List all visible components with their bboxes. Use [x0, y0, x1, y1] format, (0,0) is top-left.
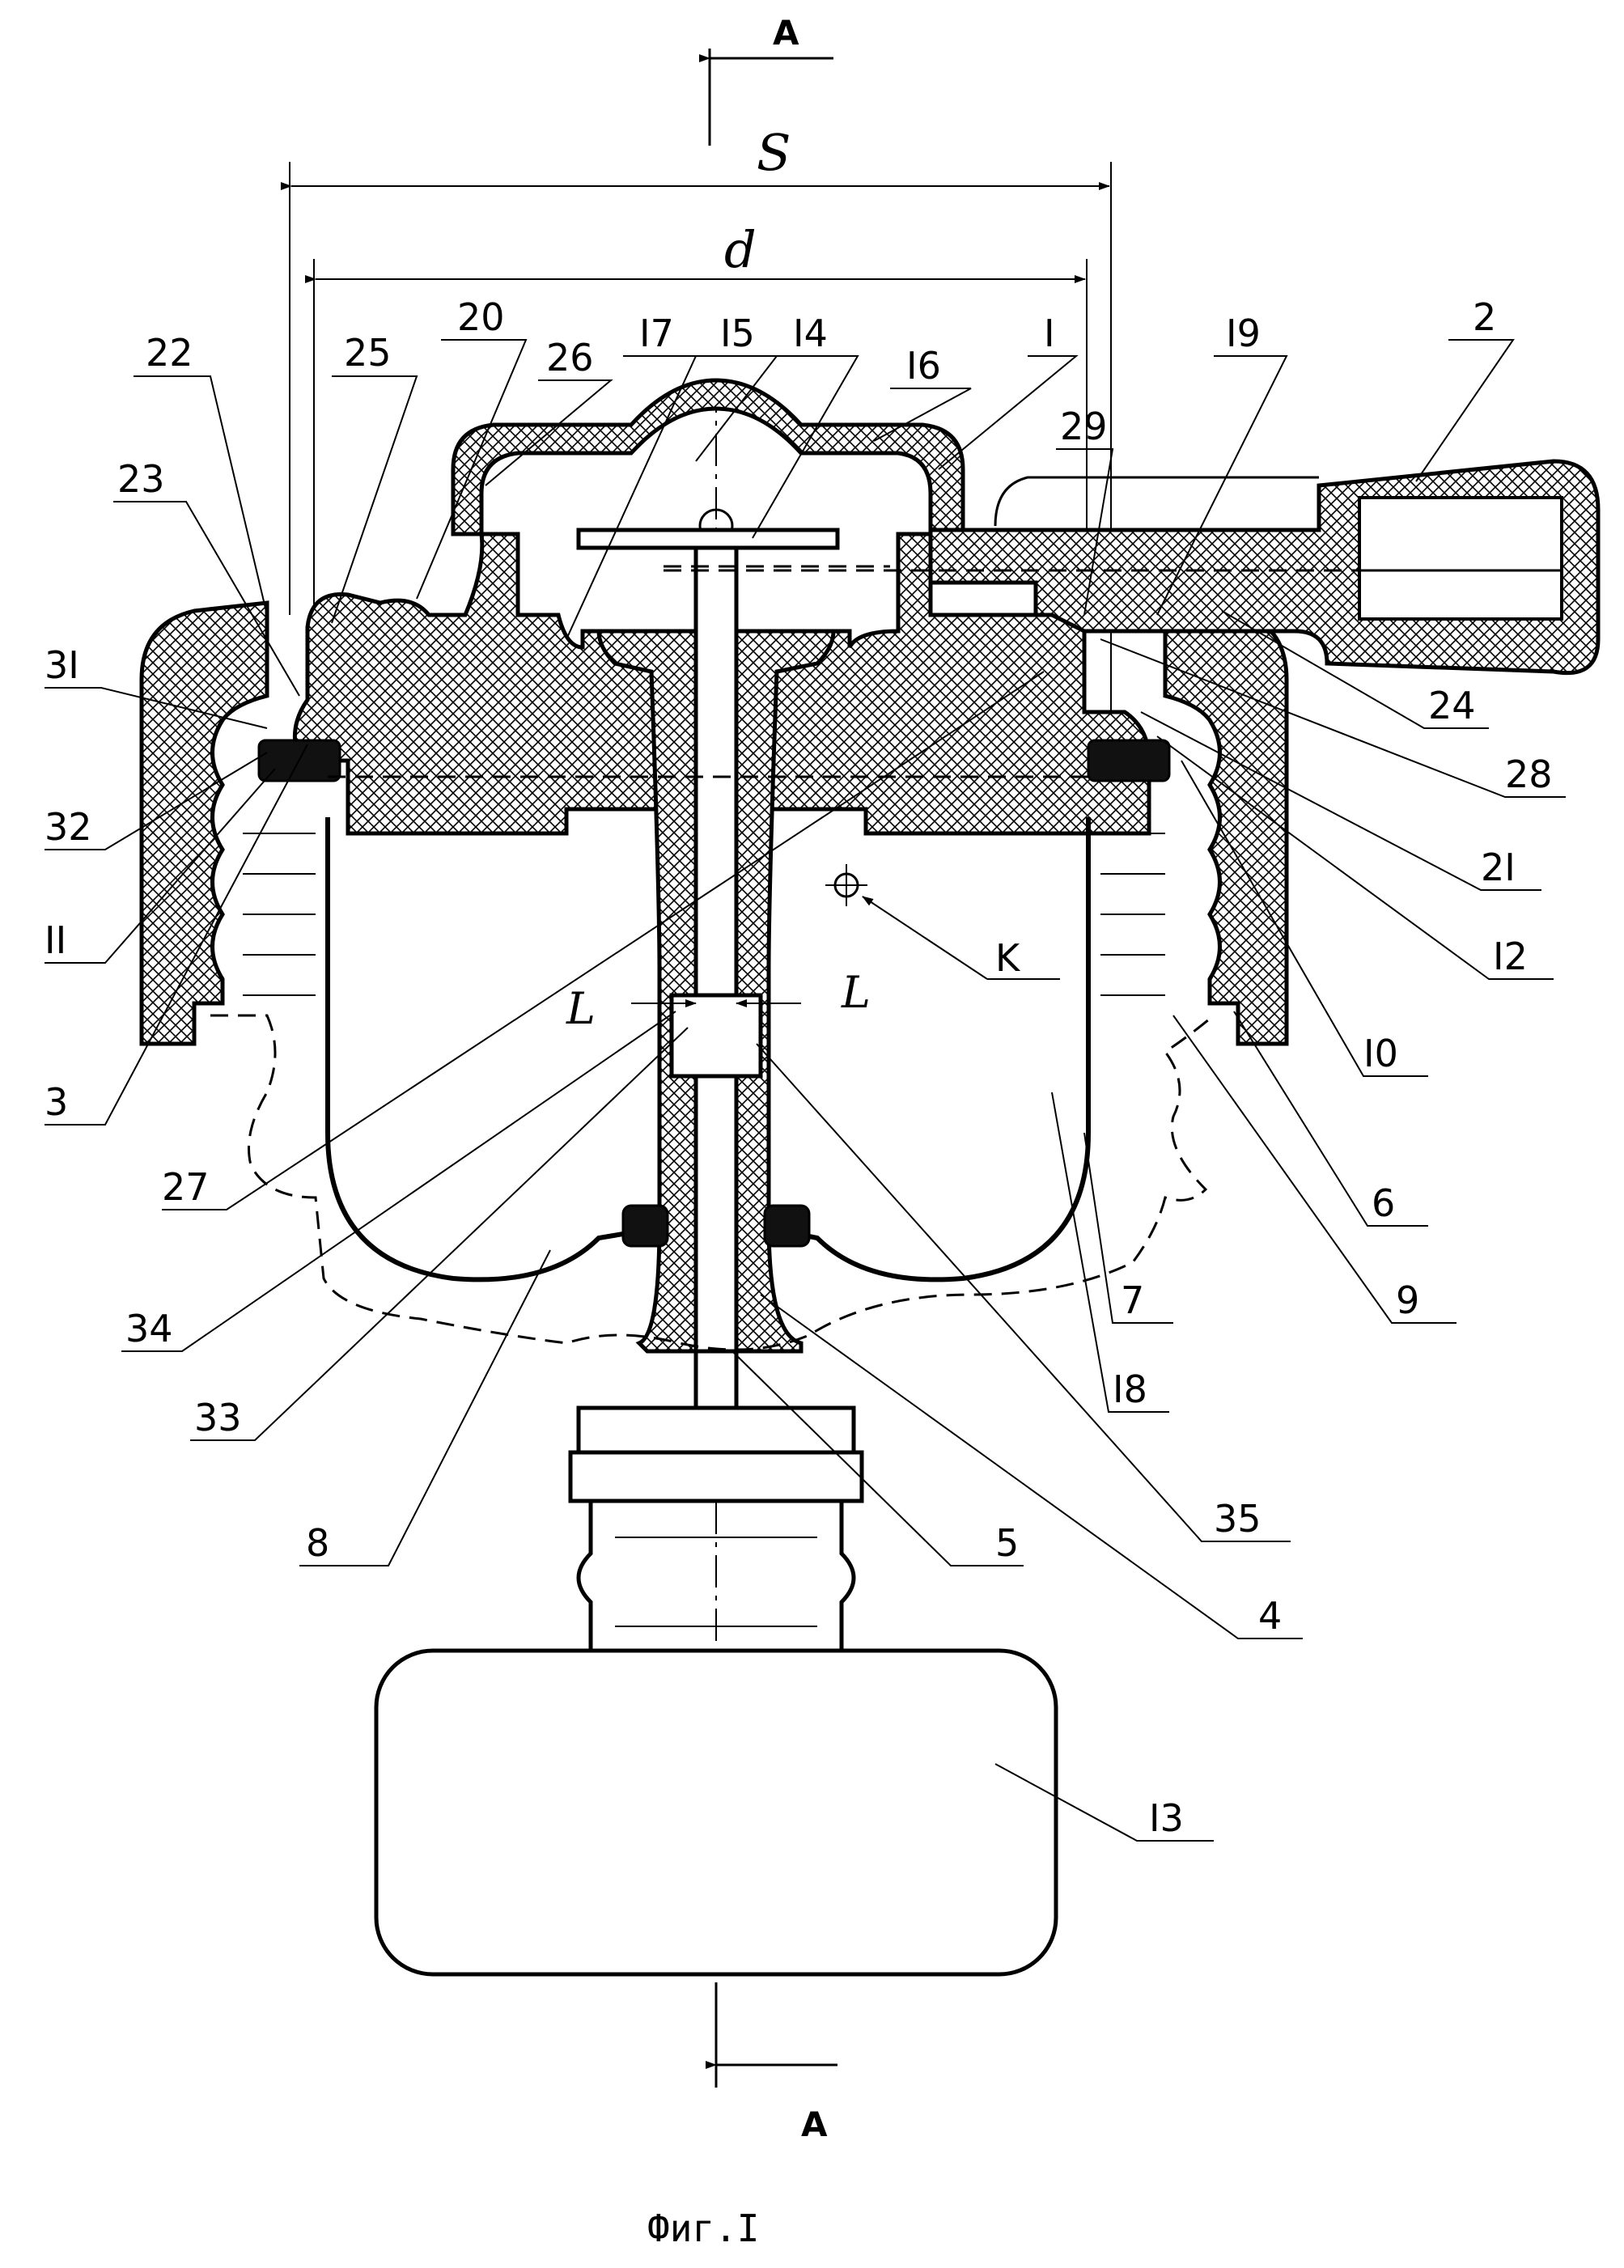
valve-disk: [579, 530, 837, 548]
callout-4: 4: [1258, 1594, 1282, 1638]
callout-9: 9: [1396, 1278, 1419, 1322]
callout-12: I2: [1493, 935, 1528, 978]
callout-33: 33: [194, 1396, 242, 1439]
point-k-label: K: [995, 936, 1021, 980]
callout-20: 20: [457, 295, 505, 339]
callout-28: 28: [1505, 752, 1553, 796]
callout-15: I5: [720, 312, 755, 355]
dimension-l-left: L: [566, 983, 596, 1034]
seal-right: [1088, 740, 1169, 781]
callout-8: 8: [306, 1521, 329, 1565]
callout-27: 27: [162, 1165, 210, 1209]
callout-17: I7: [639, 312, 674, 355]
dimension-s-label: S: [757, 123, 791, 182]
callout-24: 24: [1428, 684, 1476, 727]
bottom-bottle: [376, 1351, 1056, 1974]
section-label-top: A: [773, 13, 799, 53]
section-mark-bottom: A: [716, 1982, 837, 2144]
callout-1: I: [1044, 312, 1055, 355]
callout-22: 22: [146, 331, 193, 375]
callout-13: I3: [1149, 1796, 1184, 1840]
callout-19: I9: [1226, 312, 1261, 355]
callout-29: 29: [1060, 405, 1108, 448]
callout-31: 3I: [45, 643, 79, 687]
callout-21: 2I: [1481, 846, 1516, 889]
section-label-bottom: A: [801, 2105, 828, 2144]
callout-16: I6: [906, 344, 941, 388]
callout-14: I4: [793, 312, 828, 355]
callout-26: 26: [546, 336, 594, 379]
callout-6: 6: [1372, 1181, 1395, 1225]
callout-3: 3: [45, 1080, 68, 1124]
callout-23: 23: [117, 457, 165, 501]
point-k: K: [825, 864, 1060, 980]
callout-11: II: [45, 918, 66, 962]
figure-caption: Фиг.I: [647, 2207, 759, 2250]
callout-5: 5: [995, 1521, 1019, 1565]
callout-35: 35: [1214, 1497, 1261, 1541]
callout-18: I8: [1113, 1367, 1147, 1411]
callout-7: 7: [1121, 1278, 1144, 1322]
dimension-d-label: d: [724, 220, 757, 279]
callout-34: 34: [125, 1307, 173, 1350]
dimension-l-right: L: [841, 967, 871, 1018]
callout-25: 25: [344, 331, 392, 375]
callout-2: 2: [1473, 295, 1496, 339]
callout-10: I0: [1363, 1032, 1398, 1075]
callout-32: 32: [45, 805, 92, 849]
